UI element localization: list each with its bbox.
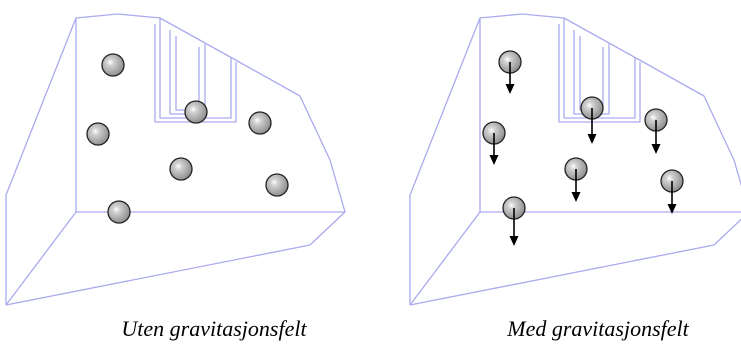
gravity-arrow-head-4 [489, 155, 499, 165]
box-edge-1 [479, 13, 741, 213]
ball-5 [169, 157, 193, 181]
caption-without-gravity: Uten gravitasjonsfelt [121, 316, 307, 341]
box-diagram [5, 13, 741, 306]
box-edge-5 [558, 24, 641, 123]
box-edge-2 [409, 17, 481, 305]
ball-3 [248, 111, 272, 135]
box-edge-3 [5, 211, 77, 306]
box-edge-2 [5, 17, 77, 305]
gravity-arrow-head-7 [509, 236, 519, 246]
gravity-arrow-head-3 [651, 144, 661, 154]
box-edge-3 [409, 211, 481, 306]
ball-4 [86, 122, 110, 146]
box-edge-1 [75, 13, 346, 213]
ball-1 [101, 53, 125, 77]
gravity-arrow-head-1 [505, 84, 515, 94]
ball-2 [184, 100, 208, 124]
gravity-arrow-head-2 [587, 134, 597, 144]
box-edge-4 [409, 218, 741, 306]
ball-6 [265, 173, 289, 197]
gravity-arrow-head-5 [571, 192, 581, 202]
gravity-arrow-head-6 [667, 204, 677, 214]
caption-with-gravity: Med gravitasjonsfelt [507, 316, 689, 341]
panel-with-gravity [409, 13, 741, 306]
box-edge-8 [175, 36, 200, 111]
ball-7 [107, 200, 131, 224]
box-edge-6 [563, 18, 636, 119]
box-edge-4 [5, 211, 346, 306]
panel-without-gravity [5, 13, 346, 306]
